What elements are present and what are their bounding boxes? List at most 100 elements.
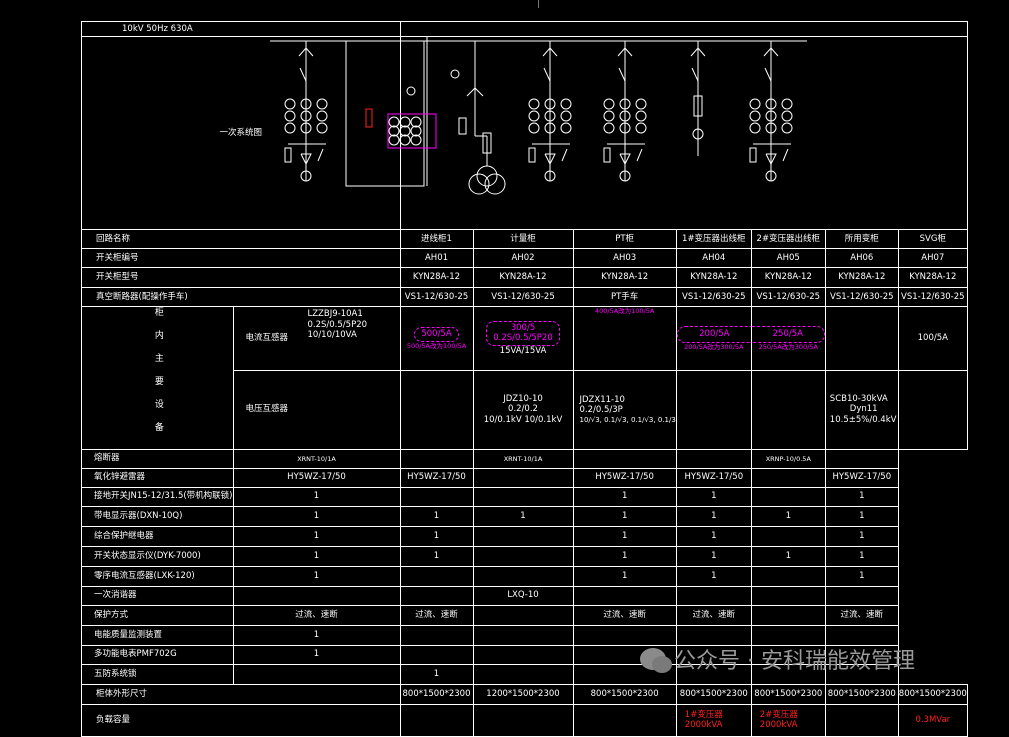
plug-icon [466,87,484,97]
cell-ah05 [675,585,752,606]
ct-row: 柜内主要设备 电流互感器 LZZBJ9-10A1 0.2S/0.5/5P20 1… [81,306,968,450]
ct-icon [399,134,411,146]
row-label: 电流互感器 [245,333,289,344]
cell-ah02 [399,486,474,507]
lightning-arrester-icon [300,153,312,166]
cell-ah05: 1 [675,505,752,527]
cell-ah06: KYN28A-12 [824,267,899,288]
ct-icon [410,116,422,128]
lightning-arrester-icon [619,153,631,166]
ct-icon [316,110,328,122]
cell-ah06 [750,525,826,547]
cell-ah07: HY5WZ-17/50 [824,467,899,488]
ct-icon [410,134,422,146]
ct-icon [300,98,312,110]
ct-icon [781,98,793,110]
ct-icon [544,170,556,182]
cell-ah05: HY5WZ-17/50 [675,467,752,488]
cell-ah02: VS1-12/630-25 [472,287,574,307]
cell-ah01: 1 [232,525,401,547]
row-label: 开关状态显示仪(DYK-7000) [81,545,234,567]
cell-ah03 [472,486,574,507]
cell-ah02: 1 [399,545,474,567]
cell-ah01: KYN28A-12 [399,267,474,288]
pt-winding-icon [476,165,498,187]
lightning-arrester-icon [765,153,777,166]
ct-icon [544,122,556,134]
cell-ah06: 1 [750,545,826,567]
cell-ah03 [472,644,574,665]
fuse-icon [693,95,703,117]
ct-icon [528,122,540,134]
cell-ah07: KYN28A-12 [897,267,968,288]
cell: 800*1500*2300 [750,683,826,705]
cell-ah02: 1 [399,525,474,547]
cell-ah01: AH01 [399,248,474,268]
cell-ah03: 1 [472,505,574,527]
load-ah07: 0.3MVar [897,703,968,737]
earth-switch-icon [561,148,568,162]
group-label: 柜内主要设备 [81,306,234,450]
ct-icon [749,110,761,122]
cell-ah04: HY5WZ-17/50 [572,467,677,488]
cell-ah07: 1 [824,565,899,587]
watermark: 公众号 · 安科瑞能效管理 [640,643,915,675]
ct-icon [765,170,777,182]
cell-ah05: 1 [675,545,752,567]
indicator-icon [450,69,460,79]
ct-icon [544,110,556,122]
cell-ah02: 1 [399,505,474,527]
cell-ah02 [399,644,474,665]
ct-label-cell: 电流互感器 LZZBJ9-10A1 0.2S/0.5/5P20 10/10/10… [232,306,401,371]
cell-ah05: VS1-12/630-25 [750,287,826,307]
cell-ah04 [572,448,677,469]
ct-icon [399,125,411,137]
cell-ah01: 1 [232,624,401,646]
cell-ah06 [750,565,826,587]
breaker-icon [543,67,551,82]
ct-icon [635,110,647,122]
ct-icon [300,110,312,122]
cell-ah04: 1 [572,525,677,547]
cell-ah02: 1 [399,663,474,685]
ct-icon [528,98,540,110]
cell-ah04: AH04 [675,248,752,268]
load-ah06 [824,703,899,737]
cell-ah01: 1 [232,565,401,587]
cell-ah05: 1 [675,486,752,507]
arrester-icon [749,147,757,163]
cell-ah03: XRNT-10/1A [472,448,574,469]
cell-ah04: KYN28A-12 [675,267,752,288]
arrester-icon [284,147,292,163]
cell-ah01: HY5WZ-17/50 [232,467,401,488]
cell-ah06 [750,604,826,626]
cell-ah01: 1 [232,644,401,665]
row-label: 保护方式 [81,604,234,626]
cell-ah06: AH06 [824,248,899,268]
ct-icon [300,122,312,134]
cell: 800*1500*2300 [897,683,968,705]
ct-icon [603,122,615,134]
row-label: 开关柜型号 [81,267,401,288]
load-ah01 [399,703,474,737]
row-label: 氧化锌避雷器 [81,467,234,488]
ct-spec-va: 10/10/10VA [307,330,357,341]
earth-switch-icon [317,148,324,162]
bus-spec: 10kV 50Hz 630A [81,21,401,37]
cell-ah01 [232,663,401,685]
bus-row [399,21,968,37]
cell-ah02 [399,585,474,606]
cell-ah01: 过流、速断 [232,604,401,626]
cell-ah06 [750,585,826,606]
